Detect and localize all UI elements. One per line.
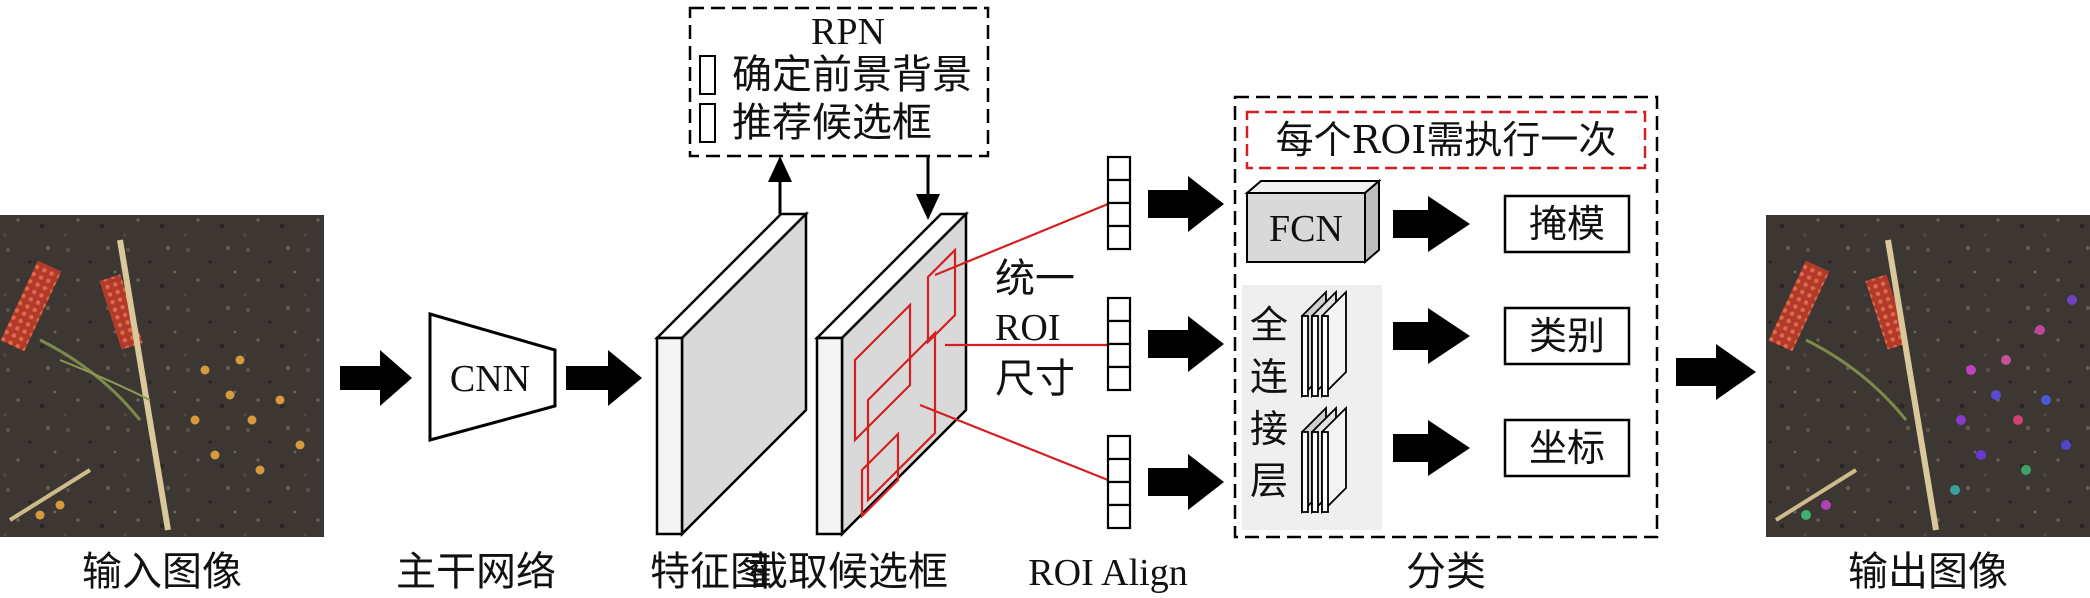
- arrow-classifier-to-output: [1676, 344, 1756, 400]
- roi-align-line-2: ROI: [995, 307, 1060, 349]
- mask-output-label: 掩模: [1529, 202, 1605, 246]
- feature-map-caption: 特征图: [650, 549, 770, 595]
- fc-layer-stack-bottom: [1301, 405, 1347, 515]
- class-output-label: 类别: [1529, 314, 1605, 358]
- backbone-caption: 主干网络: [396, 549, 556, 595]
- fcn-label: FCN: [1269, 208, 1343, 250]
- coords-output-label: 坐标: [1529, 426, 1605, 470]
- cnn-label: CNN: [450, 358, 530, 400]
- coords-output-box: [1503, 418, 1631, 478]
- roi-vector-bottom: [1106, 434, 1132, 530]
- rpn-item-foreground: 确定前景背景: [732, 52, 972, 98]
- roi-vector-top: [1106, 155, 1132, 251]
- fc-char-2: 连: [1250, 355, 1288, 399]
- fc-layer-stack-top: [1301, 289, 1347, 399]
- arrow-rpn-to-proposals-head: [916, 194, 940, 220]
- arrow-roi-middle: [1148, 316, 1224, 372]
- class-output-box: [1503, 306, 1631, 366]
- classifier-box: 每个ROI需执行一次 FCN 全 连 接 层: [1233, 95, 1659, 539]
- fc-char-4: 层: [1250, 459, 1288, 503]
- classify-caption: 分类: [1406, 549, 1486, 595]
- cnn-trapezoid: [428, 312, 557, 442]
- arrow-roi-top: [1148, 176, 1224, 232]
- per-roi-note-box: [1245, 110, 1647, 170]
- fcn-block: [1244, 178, 1382, 265]
- input-image: [0, 215, 324, 537]
- roi-align-line-3: 尺寸: [995, 356, 1075, 402]
- arrow-fcn-to-mask: [1393, 196, 1470, 252]
- fc-char-3: 接: [1250, 407, 1288, 451]
- bullet-box-icon: [699, 103, 716, 143]
- output-image-caption: 输出图像: [1848, 549, 2008, 595]
- roi-mapping-lines: [919, 202, 1109, 482]
- arrow-input-to-cnn: [340, 350, 412, 406]
- bullet-box-icon: [699, 55, 716, 95]
- roi-align-line-1: 统一: [995, 256, 1075, 302]
- proposal-crop-block: [813, 210, 970, 538]
- arrow-fc-to-coords: [1393, 420, 1470, 476]
- rpn-box: RPN 确定前景背景 推荐候选框: [688, 6, 990, 158]
- rpn-item-proposals: 推荐候选框: [732, 100, 932, 146]
- arrow-cnn-to-feature: [566, 350, 642, 406]
- arrow-roi-bottom: [1148, 454, 1224, 510]
- crop-caption: 截取候选框: [748, 549, 948, 595]
- feature-map-block: [653, 210, 810, 538]
- fc-char-1: 全: [1250, 303, 1288, 347]
- arrow-feature-to-rpn-head: [768, 156, 792, 182]
- roi-vector-middle: [1106, 296, 1132, 392]
- input-image-caption: 输入图像: [82, 549, 242, 595]
- per-roi-note: 每个ROI需执行一次: [1276, 118, 1617, 162]
- rpn-title: RPN: [811, 11, 885, 53]
- roi-align-caption: ROI Align: [1028, 552, 1187, 594]
- output-image: [1766, 215, 2090, 537]
- arrow-fc-to-class: [1393, 308, 1470, 364]
- mask-output-box: [1503, 194, 1631, 254]
